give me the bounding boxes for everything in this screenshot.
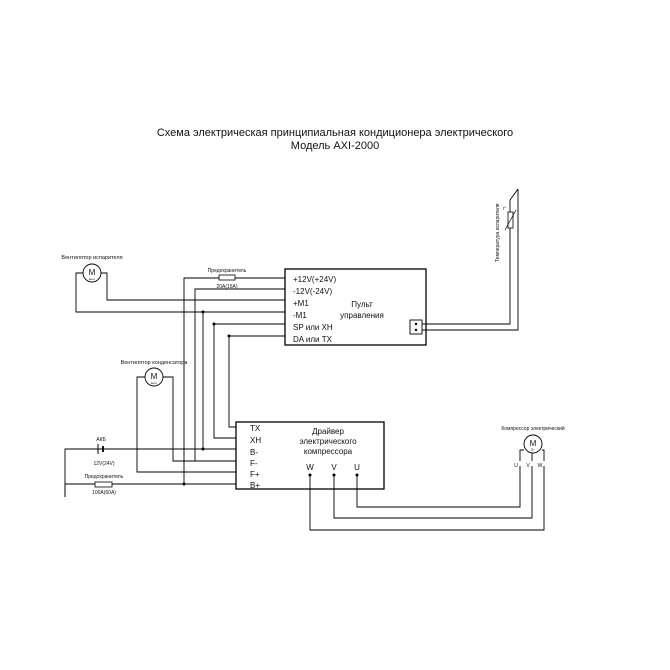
fuse-small-rating: 20A(15A)	[216, 284, 237, 290]
fuse-small-icon	[218, 274, 236, 281]
sensor-label: Температура испарителя	[495, 203, 501, 262]
driver-pin-b-minus: B-	[250, 448, 258, 457]
driver-name-3: компрессора	[304, 447, 353, 456]
driver-name-2: электрического	[299, 437, 357, 446]
evaporator-fan-sub: вент	[89, 277, 96, 281]
driver-pin-b-plus: B+	[250, 481, 260, 490]
condenser-fan-sub: вент	[151, 381, 158, 385]
sensor-mark: t°	[503, 206, 506, 211]
panel-pin-sp-xh: SP или XH	[293, 323, 333, 332]
condenser-fan-symbol: M	[151, 372, 158, 381]
fuse-main-label: Предохранитель	[85, 474, 124, 480]
driver-phase-v: V	[331, 463, 337, 472]
panel-pin-plus12v: +12V(+24V)	[293, 275, 336, 284]
control-panel-name-2: управления	[340, 311, 384, 320]
panel-pin-minus12v: -12V(-24V)	[293, 287, 332, 296]
driver-name-1: Драйвер	[312, 427, 344, 436]
fuse-small-label: Предохранитель	[208, 268, 247, 274]
driver-pin-tx: TX	[250, 424, 261, 433]
battery-rating: 12V(24V)	[93, 461, 114, 467]
condenser-fan-label: Вентилятор конденсатора	[121, 360, 189, 366]
control-panel-name-1: Пульт	[351, 300, 373, 309]
compressor-sub: 3~	[531, 448, 535, 452]
sensor-connector	[409, 319, 423, 335]
compressor-symbol: M	[530, 439, 537, 448]
driver-phase-w: W	[306, 463, 314, 472]
panel-pin-da-tx: DA или TX	[293, 335, 333, 344]
battery-label: АКБ	[96, 437, 106, 443]
fuse-main-rating: 100A(60A)	[92, 490, 116, 496]
driver-pin-xh: XH	[250, 436, 261, 445]
compressor-terminal-v: V	[526, 463, 530, 469]
control-panel-box	[284, 268, 427, 346]
evaporator-fan-symbol: M	[89, 268, 96, 277]
panel-pin-plus-m1: +M1	[293, 299, 309, 308]
diagram-title-line2: Модель AXI-2000	[290, 140, 380, 152]
compressor-label: Компрессор электрический	[501, 425, 565, 432]
fuse-main-icon	[94, 481, 113, 488]
compressor-terminal-u: U	[514, 463, 518, 469]
compressor-terminal-w: W	[538, 463, 543, 469]
panel-pin-minus-m1: -M1	[293, 311, 307, 320]
diagram-title-line1: Схема электрическая принципиальная конди…	[156, 127, 514, 139]
thermistor-icon	[507, 211, 514, 229]
driver-phase-u: U	[354, 463, 360, 472]
driver-pin-f-plus: F+	[250, 470, 260, 479]
evaporator-fan-label: Вентилятор испарителя	[61, 255, 122, 261]
driver-pin-f-minus: F-	[250, 459, 258, 468]
